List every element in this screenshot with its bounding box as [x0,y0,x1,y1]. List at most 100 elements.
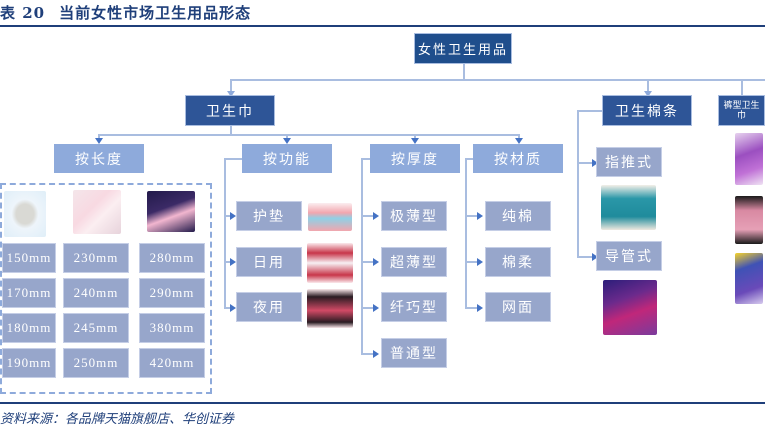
leaf-label: 纤巧型 [390,300,438,316]
connector [577,162,593,164]
arrow-down-icon [283,138,291,144]
root-label: 女性卫生用品 [417,43,508,58]
connector [230,79,765,81]
arrow-right-icon [373,304,379,312]
length-value: 190mm [6,355,52,370]
length-190mm: 190mm [2,348,56,378]
category-label: 裤型卫生巾 [723,100,760,121]
connector [465,261,477,263]
arrow-down-icon [95,138,103,144]
material-pure-cotton: 纯棉 [485,201,551,231]
connector [506,134,520,136]
arrow-down-icon [515,138,523,144]
length-value: 280mm [149,250,195,265]
arrow-right-icon [477,304,483,312]
title-rule [0,25,765,27]
pant-pad-photo-3 [735,253,763,304]
tampon-digital: 指推式 [596,147,662,177]
panty-liner-photo [308,203,352,231]
category-label: 卫生巾 [206,103,254,120]
leaf-label: 纯棉 [502,209,534,225]
category-node-pant-pad: 裤型卫生巾 [718,95,765,126]
leaf-label: 棉柔 [502,255,534,271]
pant-pad-photo-2 [735,196,763,244]
length-240mm: 240mm [63,278,129,308]
connector [577,110,579,257]
length-value: 180mm [6,320,52,335]
connector [98,134,100,140]
arrow-right-icon [230,258,236,266]
length-180mm: 180mm [2,313,56,343]
connector [465,215,477,217]
connector [286,134,288,140]
connector [577,256,593,258]
dimension-node-function: 按功能 [242,144,332,173]
connector [224,215,234,217]
dimension-label: 按功能 [263,151,311,168]
arrow-right-icon [477,258,483,266]
connector [230,126,232,136]
connector [463,64,465,80]
thickness-slim: 纤巧型 [381,292,447,322]
connector [518,134,520,140]
night-pad-photo [307,289,353,328]
source-note: 资料来源：各品牌天猫旗舰店、华创证券 [0,412,235,427]
leaf-label: 夜用 [253,300,285,316]
tampon-applicator: 导管式 [596,241,662,271]
arrow-right-icon [373,212,379,220]
category-node-tampon: 卫生棉条 [602,95,692,126]
arrow-down-icon [644,91,652,97]
leaf-label: 超薄型 [390,255,438,271]
material-soft-cotton: 棉柔 [485,247,551,277]
leaf-label: 导管式 [605,249,653,265]
connector [361,158,363,354]
connector [361,215,373,217]
connector [647,79,649,95]
arrow-down-icon [227,91,235,97]
connector [577,110,602,112]
length-value: 170mm [6,285,52,300]
connector [224,158,226,309]
length-380mm: 380mm [139,313,205,343]
title-text: 当前女性市场卫生用品形态 [59,4,252,22]
thickness-regular: 普通型 [381,338,447,368]
function-daytime: 日用 [236,247,302,277]
length-group-frame [0,183,212,394]
leaf-label: 日用 [253,255,285,271]
arrow-right-icon [477,212,483,220]
connector [98,134,508,136]
leaf-label: 普通型 [390,346,438,362]
function-panty-liner: 护垫 [236,201,302,231]
connector [224,307,234,309]
connector [465,158,467,309]
dimension-label: 按厚度 [391,151,439,168]
arrow-right-icon [230,304,236,312]
length-280mm: 280mm [139,243,205,273]
leaf-label: 极薄型 [390,209,438,225]
length-value: 290mm [149,285,195,300]
length-170mm: 170mm [2,278,56,308]
length-value: 240mm [73,285,119,300]
arrow-right-icon [592,253,598,261]
connector [465,307,477,309]
digital-tampon-photo [601,185,656,230]
thickness-super-thin: 超薄型 [381,247,447,277]
dimension-label: 按材质 [494,151,542,168]
root-node: 女性卫生用品 [414,33,512,64]
connector [230,79,232,95]
table-number: 表 20 [0,4,46,22]
length-245mm: 245mm [63,313,129,343]
length-value: 250mm [73,355,119,370]
dimension-node-length: 按长度 [54,144,144,173]
thickness-ultra-thin: 极薄型 [381,201,447,231]
length-value: 245mm [73,320,119,335]
connector [741,79,743,95]
dimension-node-thickness: 按厚度 [370,144,460,173]
leaf-label: 护垫 [253,209,285,225]
connector [414,134,416,140]
length-150mm: 150mm [2,243,56,273]
length-290mm: 290mm [139,278,205,308]
length-250mm: 250mm [63,348,129,378]
function-night: 夜用 [236,292,302,322]
connector [361,353,373,355]
